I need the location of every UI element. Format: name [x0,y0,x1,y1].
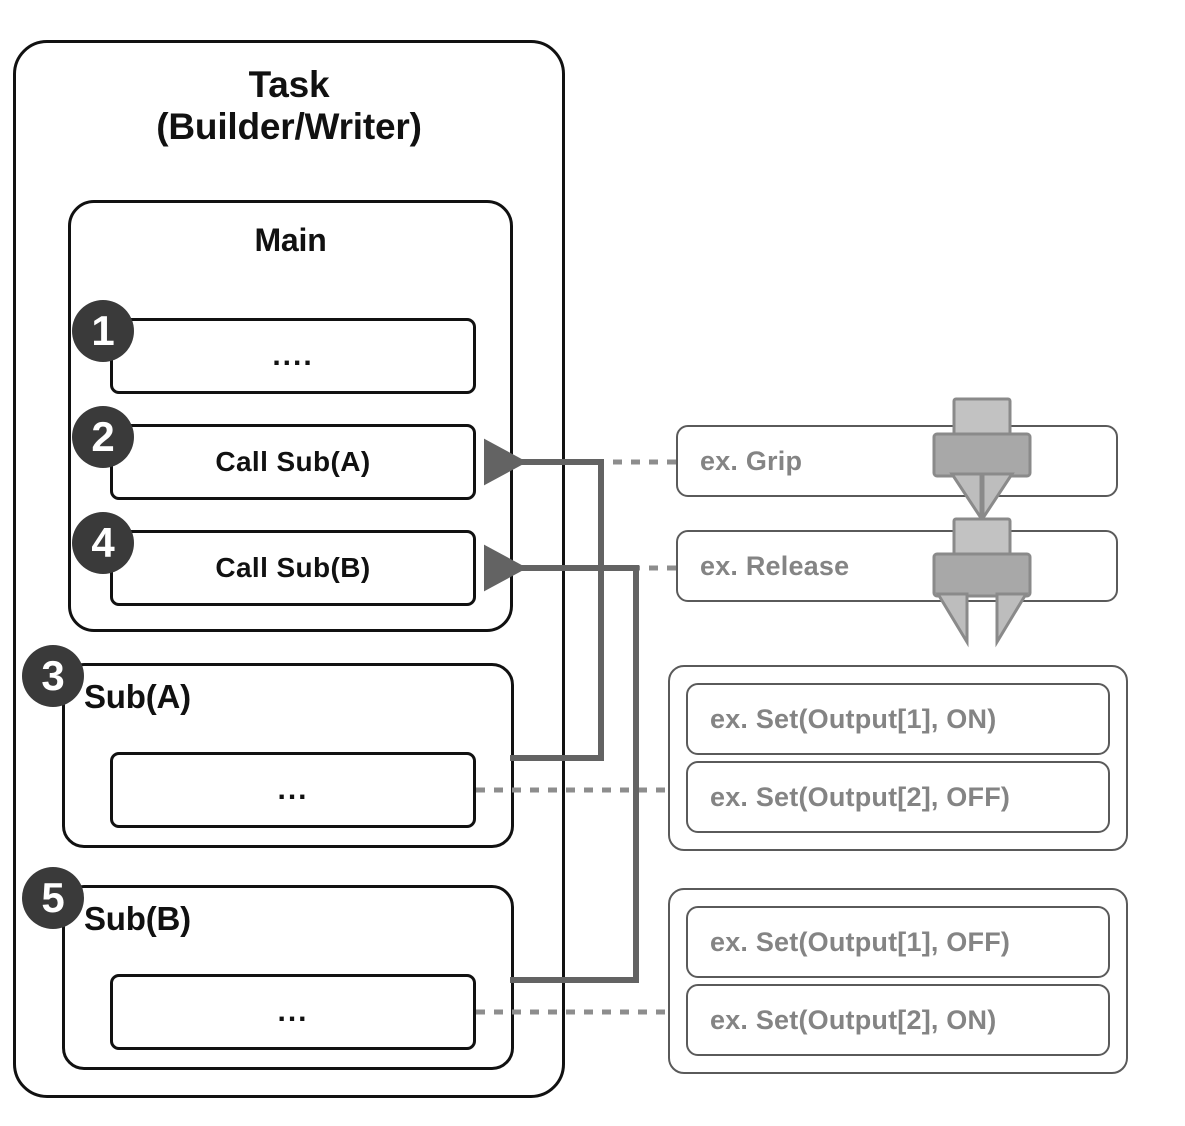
task-title-line1: Task [248,64,330,105]
step-badge-5: 5 [22,867,84,929]
example-box-output-a1[interactable]: ex. Set(Output[1], ON) [686,683,1110,755]
sub-b-body-box[interactable]: ... [110,974,476,1050]
example-box-output-a2[interactable]: ex. Set(Output[2], OFF) [686,761,1110,833]
example-label-grip: ex. Grip [700,445,803,476]
sub-a-body-box[interactable]: ... [110,752,476,828]
step-badge-1: 1 [72,300,134,362]
task-title-line2: (Builder/Writer) [156,105,422,147]
step-badge-4-label: 4 [91,519,115,566]
example-label-output-b2: ex. Set(Output[2], ON) [710,1004,997,1035]
example-box-grip[interactable]: ex. Grip [676,425,1118,497]
statement-text-4: Call Sub(B) [215,552,371,583]
example-label-output-a2: ex. Set(Output[2], OFF) [710,781,1011,812]
sub-a-title: Sub(A) [84,678,191,715]
example-box-release[interactable]: ex. Release [676,530,1118,602]
gripper-open-icon [932,517,1032,648]
gripper-closed-icon [932,397,1032,524]
sub-a-body-text: ... [277,773,309,806]
step-badge-2-label: 2 [91,413,115,460]
statement-text-1: .... [272,339,314,372]
sub-b-title: Sub(B) [84,900,191,937]
main-container [68,200,513,632]
example-label-release: ex. Release [700,550,850,581]
example-label-output-b1: ex. Set(Output[1], OFF) [710,926,1011,957]
step-badge-3-label: 3 [41,652,65,699]
task-title: Task (Builder/Writer) [13,64,565,148]
statement-box-2[interactable]: Call Sub(A) [110,424,476,500]
step-badge-1-label: 1 [91,307,115,354]
example-box-output-b1[interactable]: ex. Set(Output[1], OFF) [686,906,1110,978]
step-badge-2: 2 [72,406,134,468]
example-label-output-a1: ex. Set(Output[1], ON) [710,703,997,734]
statement-text-2: Call Sub(A) [215,446,371,477]
statement-box-4[interactable]: Call Sub(B) [110,530,476,606]
step-badge-5-label: 5 [41,874,65,921]
step-badge-3: 3 [22,645,84,707]
example-box-output-b2[interactable]: ex. Set(Output[2], ON) [686,984,1110,1056]
step-badge-4: 4 [72,512,134,574]
statement-box-1[interactable]: .... [110,318,476,394]
sub-b-body-text: ... [277,995,309,1028]
main-title: Main [254,222,327,258]
